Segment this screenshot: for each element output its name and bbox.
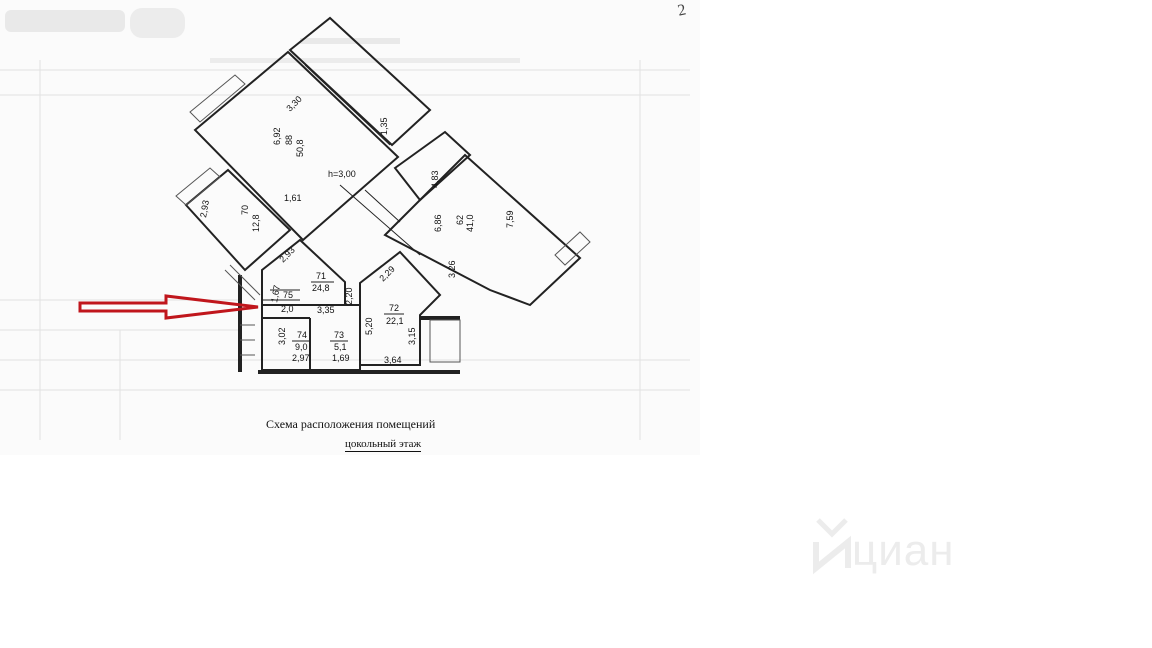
room-71-area: 24,8 [312,283,330,293]
pointer-arrow [78,294,259,320]
dim-1-35: 1,35 [379,117,389,135]
dim-3-02: 3,02 [277,327,287,345]
dim-6-92: 6,92 [272,127,282,145]
room-88-number: 88 [284,135,294,145]
dim-3-26: 3,26 [447,260,457,278]
dim-3-15: 3,15 [407,327,417,345]
room-72-area: 22,1 [386,316,404,326]
dim-3-64: 3,64 [384,355,402,365]
room-75-number: 75 [283,290,293,300]
room-62-number: 62 [455,215,465,225]
floor-plan-scan: 88 50,8 70 12,8 71 24,8 75 2,0 74 9,0 73… [0,0,700,455]
dim-3-30: 3,30 [284,94,303,113]
dim-1-69: 1,69 [332,353,350,363]
room-73-number: 73 [334,330,344,340]
room-74-number: 74 [297,330,307,340]
dim-1-61: 1,61 [284,193,302,203]
room-74-area: 9,0 [295,342,308,352]
room-71-number: 71 [316,271,326,281]
room-70-number: 70 [240,205,250,215]
dim-6-86: 6,86 [433,214,443,232]
dim-1-67: 1,67 [269,284,282,303]
dim-3-35: 3,35 [317,305,335,315]
room-labels: 88 50,8 70 12,8 71 24,8 75 2,0 74 9,0 73… [240,135,475,352]
dim-5-20: 5,20 [364,317,374,335]
outer-walls [184,16,582,371]
room-72-number: 72 [389,303,399,313]
dim-2-97: 2,97 [292,353,310,363]
dim-2-20: 2,20 [344,287,354,305]
plan-caption-floor: цокольный этаж [345,438,422,452]
cian-logo-icon [813,518,851,575]
room-75-area: 2,0 [281,304,294,314]
plan-caption-title: Схема расположения помещений [266,417,436,431]
room-73-area: 5,1 [334,342,347,352]
dim-4-83: 4,83 [430,170,440,188]
watermark-text: циан [852,526,955,575]
dim-2-93-b: 2,93 [277,245,296,264]
ceiling-height: h=3,00 [328,169,356,179]
room-88-area: 50,8 [295,139,305,157]
dim-2-93-a: 2,93 [198,199,211,218]
floor-plan-drawing: 88 50,8 70 12,8 71 24,8 75 2,0 74 9,0 73… [0,8,690,440]
room-62-area: 41,0 [465,214,475,232]
dim-7-59: 7,59 [505,210,515,228]
cian-watermark: циан [808,512,1023,582]
room-70-area: 12,8 [251,214,261,232]
